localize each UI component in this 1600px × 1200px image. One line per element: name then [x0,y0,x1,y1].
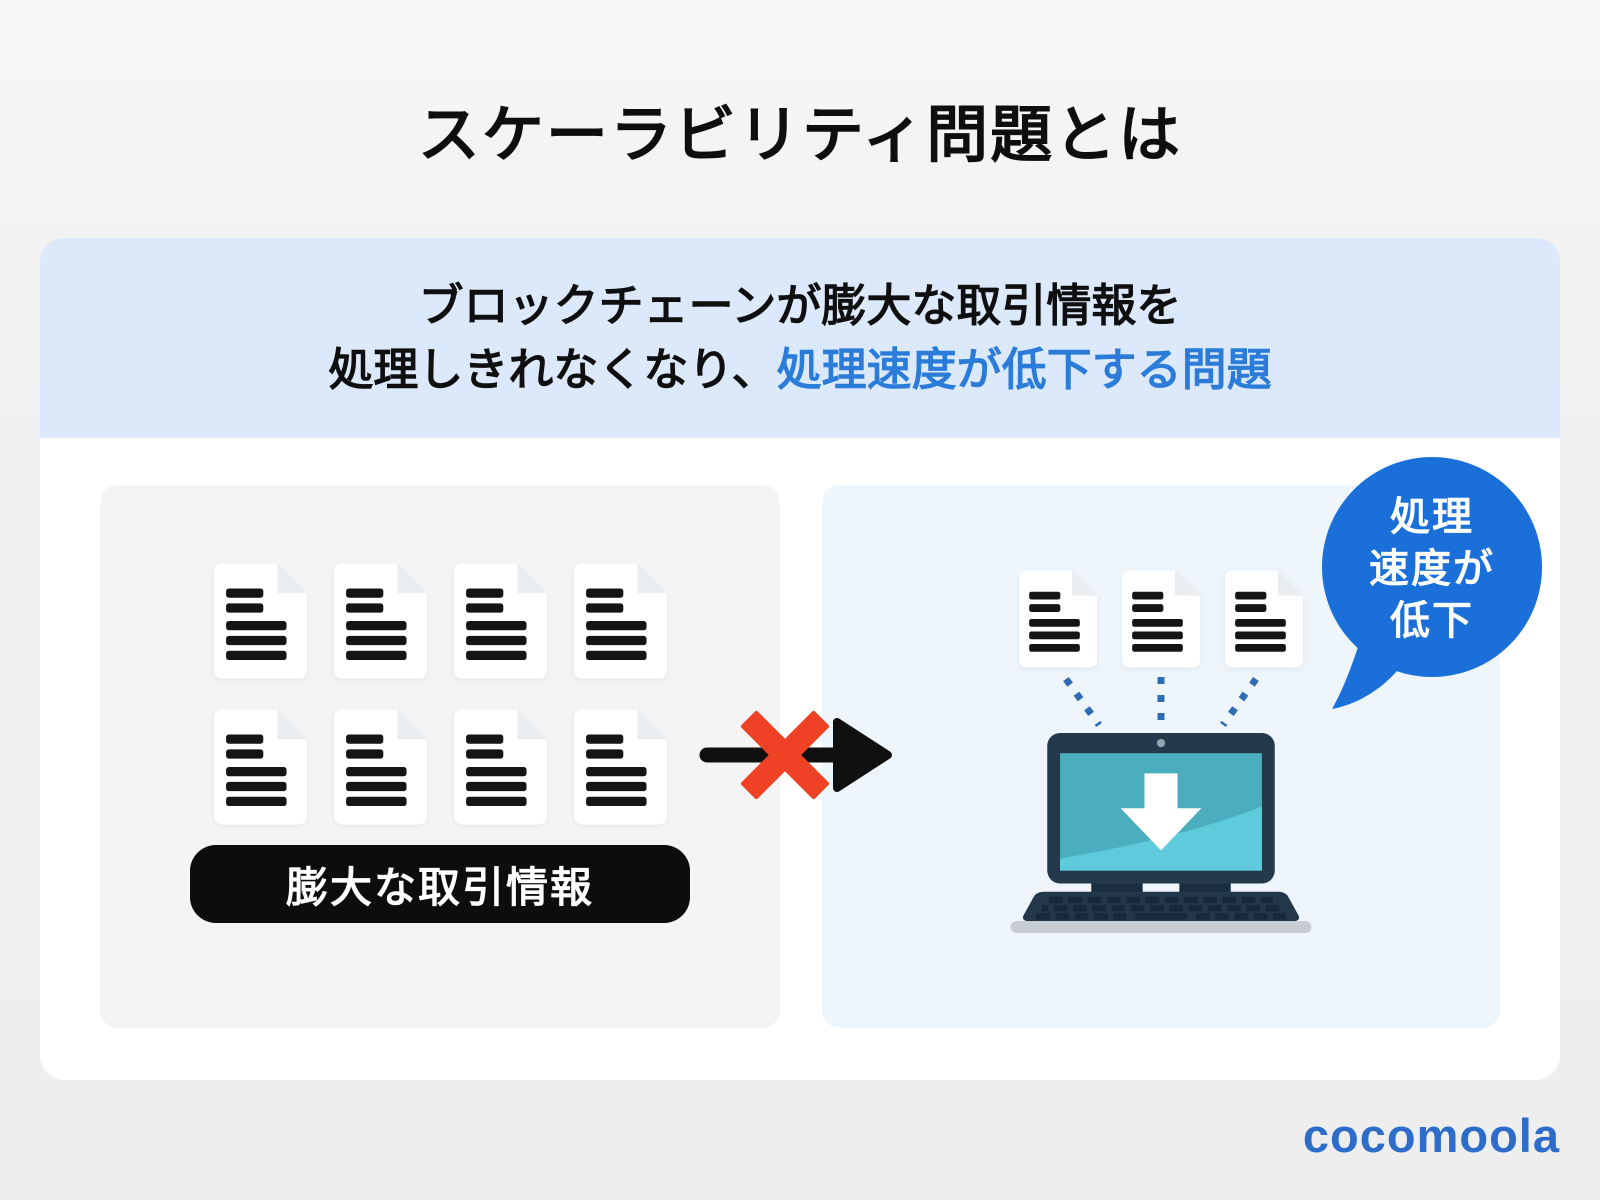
incoming-document-row [1019,569,1303,669]
definition-line2: 処理しきれなくなり、処理速度が低下する問題 [328,341,1271,399]
definition-line1: ブロックチェーンが膨大な取引情報を [418,280,1182,331]
document-icon [1019,569,1097,669]
document-icon [453,709,547,825]
transactions-panel: 膨大な取引情報 [100,485,780,1028]
document-icon [453,563,547,679]
definition-line2-prefix: 処理しきれなくなり、 [328,344,777,395]
document-grid [213,563,667,825]
huge-transactions-label: 膨大な取引情報 [190,845,690,923]
cross-icon [740,710,830,800]
bubble-line2: 速度が [1369,547,1495,591]
definition-line2-highlight: 処理速度が低下する問題 [776,344,1272,395]
blocked-arrow [699,710,892,800]
bubble-line1: 処理 [1390,495,1474,539]
dotted-connector-lines [1063,676,1259,728]
definition-banner: ブロックチェーンが膨大な取引情報を 処理しきれなくなり、処理速度が低下する問題 [40,238,1560,438]
slowdown-speech-bubble: 処理 速度が 低下 [1310,455,1550,713]
cocomoola-logo: cocomoola [1302,1109,1560,1162]
page-title: スケーラビリティ問題とは [417,101,1183,170]
document-icon [213,563,307,679]
document-icon [1225,569,1303,669]
bubble-line3: 低下 [1390,599,1474,643]
document-icon [1122,569,1200,669]
document-icon [573,709,667,825]
main-card: ブロックチェーンが膨大な取引情報を 処理しきれなくなり、処理速度が低下する問題 [40,238,1560,1080]
document-icon [213,709,307,825]
laptop-download-icon [1010,733,1312,933]
bubble-text: 処理 速度が 低下 [1310,491,1554,647]
document-icon [573,563,667,679]
speech-bubble-shape [1322,457,1542,709]
document-icon [333,563,427,679]
document-icon [333,709,427,825]
